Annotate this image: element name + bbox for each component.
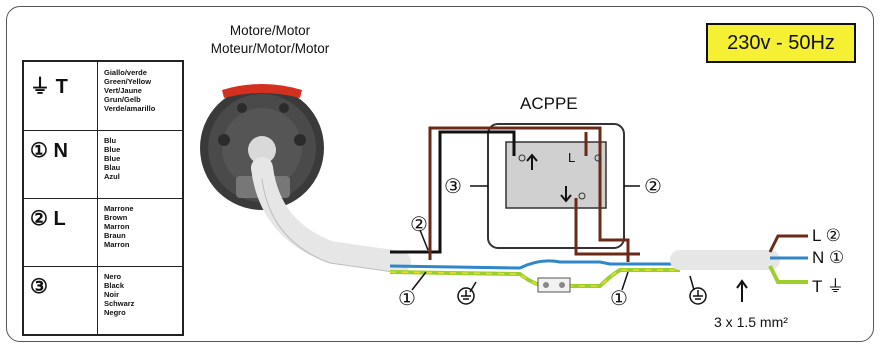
motor-icon <box>200 84 324 210</box>
switch-terminal-live: L <box>568 150 576 165</box>
terminal-neutral: N ① <box>812 248 845 267</box>
motor-cable <box>251 157 411 273</box>
earth-icon <box>689 287 707 305</box>
legend-colors-switch: Nero Black Noir Schwarz Negro <box>104 272 135 317</box>
callout-3: ③ <box>444 176 462 198</box>
switch-label: ACPPE <box>520 94 578 113</box>
legend-row-neutral: ① N Blu Blue Blue Blau Azul <box>24 130 182 199</box>
voltage-badge: 230v - 50Hz <box>706 23 856 63</box>
callout-1: ① <box>398 288 416 310</box>
wire-brown-switch-out <box>574 198 640 256</box>
terminal-live: L ② <box>812 226 841 245</box>
arrow-down-icon <box>560 186 572 203</box>
legend-colors-earth: Giallo/verde Green/Yellow Vert/Jaune Gru… <box>104 68 156 113</box>
wire-black <box>390 130 516 254</box>
terminal-block <box>537 277 571 293</box>
legend-key-earth: ⏚ T <box>30 76 68 98</box>
supply-wire-live <box>768 234 808 253</box>
legend-row-switch: ③ Nero Black Noir Schwarz Negro <box>24 266 182 334</box>
callout-2-motor: ② <box>410 214 428 236</box>
legend-colors-live: Marrone Brown Marron Braun Marron <box>104 204 134 249</box>
cable-spec: 3 x 1.5 mm² <box>714 314 788 330</box>
arrow-up-icon <box>526 153 538 170</box>
switch-body <box>505 141 607 209</box>
earth-icon <box>457 287 475 305</box>
wire-green-yellow <box>389 268 680 289</box>
legend-key-neutral: ① N <box>30 140 68 162</box>
legend-colors-neutral: Blu Blue Blue Blau Azul <box>104 136 121 181</box>
supply-wire-earth <box>768 265 808 284</box>
terminal-earth: T ⏚ <box>812 277 844 296</box>
callout-2: ② <box>644 176 662 198</box>
motor-label: Motore/Motor Moteur/Motor/Motor <box>210 23 330 56</box>
wire-blue <box>389 259 680 270</box>
callout-1-switch: ① <box>610 288 628 310</box>
legend-row-earth: ⏚ T Giallo/verde Green/Yellow Vert/Jaune… <box>24 62 182 131</box>
legend-key-live: ② L <box>30 208 66 230</box>
cable-arrow-icon <box>736 279 748 302</box>
wire-color-legend: ⏚ T Giallo/verde Green/Yellow Vert/Jaune… <box>22 60 184 336</box>
legend-row-live: ② L Marrone Brown Marron Braun Marron <box>24 198 182 267</box>
legend-key-switch: ③ <box>30 276 48 298</box>
wire-brown-motor <box>428 126 630 262</box>
